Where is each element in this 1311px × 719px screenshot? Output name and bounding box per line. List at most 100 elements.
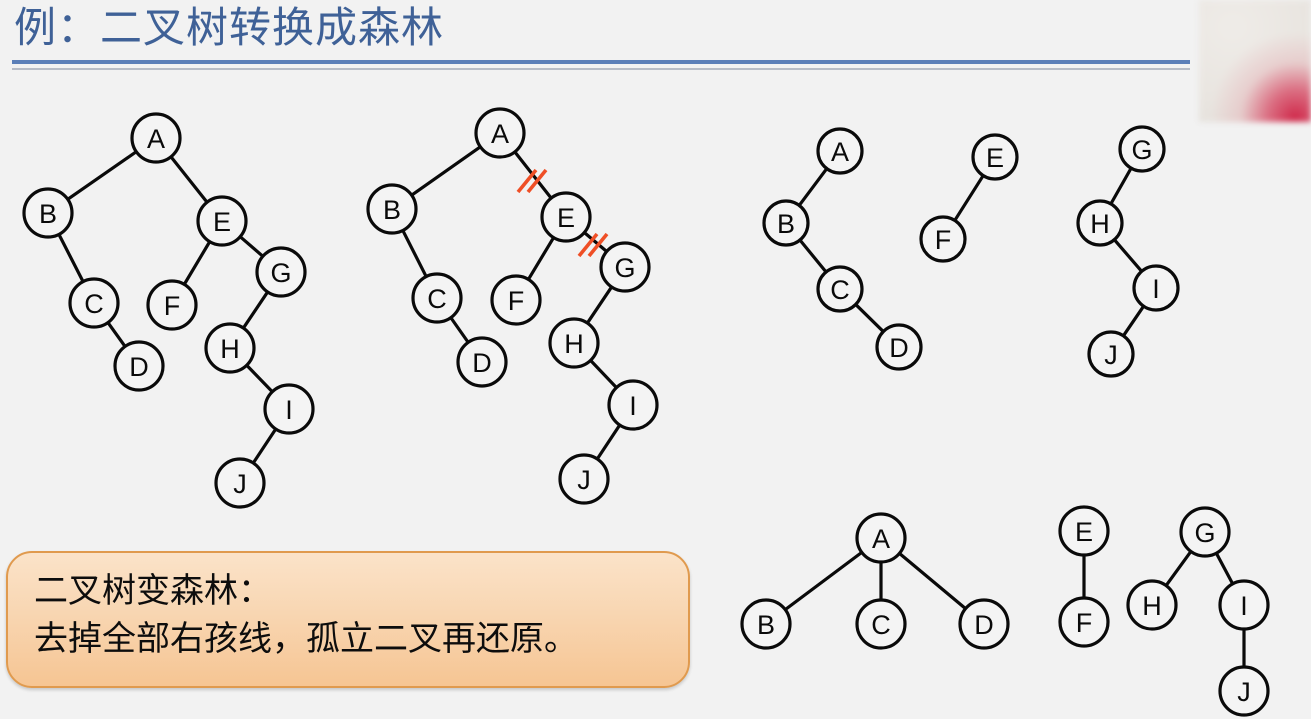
tree-node-C: C: [411, 272, 463, 324]
tree-node-B: B: [22, 187, 74, 239]
node-circle-D: [456, 336, 508, 388]
node-label-D: D: [129, 352, 149, 382]
node-label-B: B: [757, 610, 775, 640]
tree-node-E: E: [196, 195, 248, 247]
tree-node-C: C: [68, 277, 120, 329]
callout-line-2: 去掉全部右孩线，孤立二叉再还原。: [34, 620, 578, 658]
node-label-B: B: [777, 209, 795, 239]
tree-node-J: J: [1218, 665, 1270, 717]
node-label-A: A: [831, 137, 849, 167]
node-circle-I: [607, 379, 659, 431]
node-circle-H: [1126, 579, 1178, 631]
tree-edge-H-I: [1112, 238, 1144, 273]
node-label-F: F: [164, 291, 181, 321]
node-circle-C: [816, 265, 864, 313]
node-circle-D: [875, 323, 923, 371]
node-circle-H: [204, 322, 256, 374]
cut-mark-icon-A-E-0: [516, 168, 538, 194]
tree-node-H: H: [1126, 579, 1178, 631]
tree-edge-A-B: [783, 550, 864, 612]
node-label-C: C: [871, 610, 891, 640]
node-label-G: G: [1194, 518, 1215, 548]
node-circle-E: [540, 191, 592, 243]
title-divider-thin: [12, 68, 1190, 70]
tree-edge-I-J: [1121, 304, 1146, 338]
title-divider-thick: [12, 60, 1190, 64]
node-label-D: D: [974, 610, 994, 640]
node-label-C: C: [427, 284, 447, 314]
tree-edge-B-C: [798, 238, 828, 274]
tree-node-F: F: [919, 215, 967, 263]
node-circle-D: [113, 340, 165, 392]
node-label-D: D: [472, 348, 492, 378]
node-circle-E: [1058, 505, 1110, 557]
tree-node-D: D: [456, 336, 508, 388]
webcam-video-overlay[interactable]: [1199, 0, 1311, 122]
tree-edge-G-H: [1109, 166, 1133, 206]
node-label-A: A: [872, 524, 890, 554]
node-circle-D: [958, 598, 1010, 650]
node-label-G: G: [1131, 135, 1152, 165]
tree-edge-A-B: [797, 167, 829, 207]
node-circle-J: [1087, 330, 1135, 378]
tree-original-binary-tree: A B E C F G D HI J: [22, 112, 315, 509]
node-label-I: I: [629, 391, 637, 421]
node-label-A: A: [147, 124, 165, 154]
tree-edge-A-B: [410, 145, 482, 197]
tree-node-A: A: [474, 107, 526, 159]
node-circle-A: [816, 127, 864, 175]
cut-mark-icon-E-G-0: [577, 232, 599, 258]
tree-node-G: G: [599, 241, 651, 293]
tree-node-E: E: [540, 191, 592, 243]
node-label-I: I: [1152, 274, 1160, 304]
tree-node-J: J: [214, 457, 266, 509]
tree-node-F: F: [490, 274, 542, 326]
node-circle-G: [1118, 125, 1166, 173]
node-circle-E: [971, 133, 1019, 181]
node-circle-C: [855, 598, 907, 650]
node-label-C: C: [84, 289, 104, 319]
tree-edge-C-D: [449, 316, 470, 344]
tree-edge-E-G: [238, 235, 265, 258]
node-circle-C: [411, 272, 463, 324]
tree-node-C: C: [816, 265, 864, 313]
node-label-E: E: [986, 143, 1004, 173]
node-label-I: I: [285, 395, 293, 425]
tree-edge-A-B: [66, 150, 138, 201]
tree-edge-G-H: [585, 285, 614, 325]
tree-edge-E-G: [582, 230, 609, 254]
page-title: 例：二叉树转换成森林: [14, 4, 445, 51]
tree-edge-B-C: [57, 232, 85, 284]
node-label-H: H: [1090, 209, 1110, 239]
node-label-J: J: [233, 469, 247, 499]
callout-line-1: 二叉树变森林：: [34, 572, 272, 610]
tree-edge-H-I: [245, 363, 274, 394]
node-label-G: G: [270, 258, 291, 288]
node-circle-B: [740, 598, 792, 650]
tree-edge-C-D: [854, 302, 885, 334]
tree-edge-E-F: [182, 240, 212, 286]
tree-node-I: I: [1218, 579, 1270, 631]
tree-edge-H-I: [588, 358, 619, 390]
node-label-F: F: [1076, 608, 1093, 638]
tree-node-F: F: [1058, 596, 1110, 648]
node-label-E: E: [213, 207, 231, 237]
node-circle-J: [214, 457, 266, 509]
node-circle-F: [146, 279, 198, 331]
tree-edge-A-D: [897, 551, 968, 611]
node-label-F: F: [935, 225, 952, 255]
node-label-J: J: [1237, 677, 1251, 707]
tree-node-H: H: [204, 322, 256, 374]
tree-edge-C-D: [106, 320, 127, 349]
tree-node-A: A: [130, 112, 182, 164]
tree-node-D: D: [113, 340, 165, 392]
node-circle-I: [1218, 579, 1270, 631]
tree-node-J: J: [1087, 330, 1135, 378]
node-circle-B: [762, 199, 810, 247]
node-circle-B: [22, 187, 74, 239]
cut-mark-icon-A-E-1: [526, 168, 548, 194]
node-label-H: H: [564, 329, 584, 359]
node-label-G: G: [614, 253, 635, 283]
node-circle-A: [130, 112, 182, 164]
